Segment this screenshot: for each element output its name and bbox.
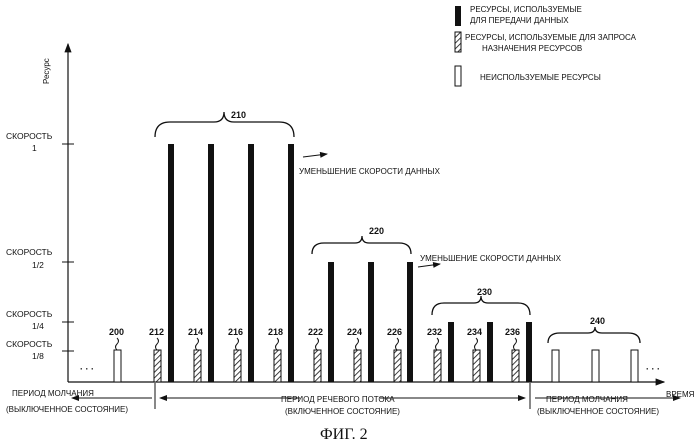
y-level-1: СКОРОСТЬ 1 [6, 131, 74, 153]
frame-label-212: 212 [149, 327, 164, 337]
period-speech-line2: (ВКЛЮЧЕННОЕ СОСТОЯНИЕ) [285, 407, 400, 416]
period-silence-left: ПЕРИОД МОЛЧАНИЯ (ВЫКЛЮЧЕННОЕ СОСТОЯНИЕ) [6, 389, 152, 414]
frame-label-216: 216 [228, 327, 243, 337]
frame-label-214: 214 [188, 327, 203, 337]
leader-224 [356, 338, 359, 350]
data-resource-bar [208, 144, 214, 382]
rate-decrease-label-1: УМЕНЬШЕНИЕ СКОРОСТИ ДАННЫХ [299, 167, 441, 176]
y-axis-title: Ресурс [42, 58, 51, 84]
data-resource-bar [168, 144, 174, 382]
unused-resource-bar [114, 350, 121, 382]
y-level-quarter: СКОРОСТЬ 1/4 [6, 309, 74, 331]
y-level-word: СКОРОСТЬ [6, 339, 53, 349]
group-230: 230 [432, 287, 530, 315]
frame-label-200: 200 [109, 327, 124, 337]
period-silence-left-line2: (ВЫКЛЮЧЕННОЕ СОСТОЯНИЕ) [6, 405, 128, 414]
data-resource-bar [526, 322, 532, 382]
frame-label-222: 222 [308, 327, 323, 337]
request-resource-bar [512, 350, 519, 382]
y-level-word: СКОРОСТЬ [6, 131, 53, 141]
y-level-word: СКОРОСТЬ [6, 309, 53, 319]
y-level-word: СКОРОСТЬ [6, 247, 53, 257]
leader-212 [156, 338, 159, 350]
data-resource-bar [487, 322, 493, 382]
y-level-value: 1/4 [32, 321, 44, 331]
period-speech: ПЕРИОД РЕЧЕВОГО ПОТОКА (ВКЛЮЧЕННОЕ СОСТО… [160, 395, 525, 416]
request-resource-bar [194, 350, 201, 382]
leader-216 [236, 338, 239, 350]
period-silence-right: ПЕРИОД МОЛЧАНИЯ (ВЫКЛЮЧЕННОЕ СОСТОЯНИЕ) [535, 395, 680, 416]
data-resource-bar [448, 322, 454, 382]
unused-resource-bar [631, 350, 638, 382]
frame-label-218: 218 [268, 327, 283, 337]
legend: РЕСУРСЫ, ИСПОЛЬЗУЕМЫЕ ДЛЯ ПЕРЕДАЧИ ДАННЫ… [455, 5, 637, 86]
data-resource-bar [407, 262, 413, 382]
group-240: 240 [548, 316, 640, 343]
period-speech-line1: ПЕРИОД РЕЧЕВОГО ПОТОКА [281, 395, 395, 404]
leader-236 [514, 338, 517, 350]
frame-label-226: 226 [387, 327, 402, 337]
leader-218 [276, 338, 279, 350]
legend-label-request-line1: РЕСУРСЫ, ИСПОЛЬЗУЕМЫЕ ДЛЯ ЗАПРОСА [465, 33, 637, 42]
request-resource-bar [154, 350, 161, 382]
rate-arrow-1 [303, 154, 327, 157]
frame-label-224: 224 [347, 327, 362, 337]
leader-226 [396, 338, 399, 350]
group-210: 210 [155, 110, 294, 137]
request-resource-bar [314, 350, 321, 382]
ellipsis-left: · · · [80, 364, 94, 374]
frame-label-232: 232 [427, 327, 442, 337]
request-resource-bar [394, 350, 401, 382]
brace-230 [432, 296, 530, 315]
legend-label-data-line1: РЕСУРСЫ, ИСПОЛЬЗУЕМЫЕ [470, 5, 582, 14]
legend-swatch-unused [455, 66, 461, 86]
data-resource-bar [288, 144, 294, 382]
legend-label-unused: НЕИСПОЛЬЗУЕМЫЕ РЕСУРСЫ [480, 73, 601, 82]
request-resource-bar [434, 350, 441, 382]
leader-200 [116, 338, 119, 350]
leader-222 [316, 338, 319, 350]
y-level-half: СКОРОСТЬ 1/2 [6, 247, 74, 270]
leader-232 [436, 338, 439, 350]
data-resource-bar [368, 262, 374, 382]
y-level-value: 1/8 [32, 351, 44, 361]
rate-arrow-2 [418, 264, 440, 267]
legend-swatch-request [455, 32, 461, 52]
legend-label-request-line2: НАЗНАЧЕНИЯ РЕСУРСОВ [482, 44, 582, 53]
group-label-240: 240 [590, 316, 605, 326]
group-label-210: 210 [231, 110, 246, 120]
ellipsis-right: · · · [646, 364, 660, 374]
frame-label-236: 236 [505, 327, 520, 337]
unused-resource-bar [592, 350, 599, 382]
legend-swatch-data [455, 6, 461, 26]
data-resource-bar [328, 262, 334, 382]
data-resource-bar [248, 144, 254, 382]
group-220: 220 [312, 226, 411, 254]
period-silence-right-line1: ПЕРИОД МОЛЧАНИЯ [546, 395, 628, 404]
brace-220 [312, 236, 411, 254]
rate-decrease-label-2: УМЕНЬШЕНИЕ СКОРОСТИ ДАННЫХ [420, 254, 562, 263]
request-resource-bar [274, 350, 281, 382]
y-level-value: 1 [32, 143, 37, 153]
leader-214 [196, 338, 199, 350]
leader-234 [475, 338, 478, 350]
y-level-eighth: СКОРОСТЬ 1/8 [6, 339, 74, 361]
frame-label-234: 234 [467, 327, 482, 337]
figure-caption: ФИГ. 2 [320, 426, 368, 443]
request-resource-bar [234, 350, 241, 382]
unused-resource-bar [552, 350, 559, 382]
request-resource-bar [473, 350, 480, 382]
group-label-220: 220 [369, 226, 384, 236]
group-label-230: 230 [477, 287, 492, 297]
brace-210 [155, 112, 294, 137]
y-level-value: 1/2 [32, 260, 44, 270]
request-resource-bar [354, 350, 361, 382]
brace-240 [548, 327, 640, 343]
legend-label-data-line2: ДЛЯ ПЕРЕДАЧИ ДАННЫХ [470, 16, 569, 25]
period-silence-left-line1: ПЕРИОД МОЛЧАНИЯ [12, 389, 94, 398]
period-silence-right-line2: (ВЫКЛЮЧЕННОЕ СОСТОЯНИЕ) [537, 407, 659, 416]
